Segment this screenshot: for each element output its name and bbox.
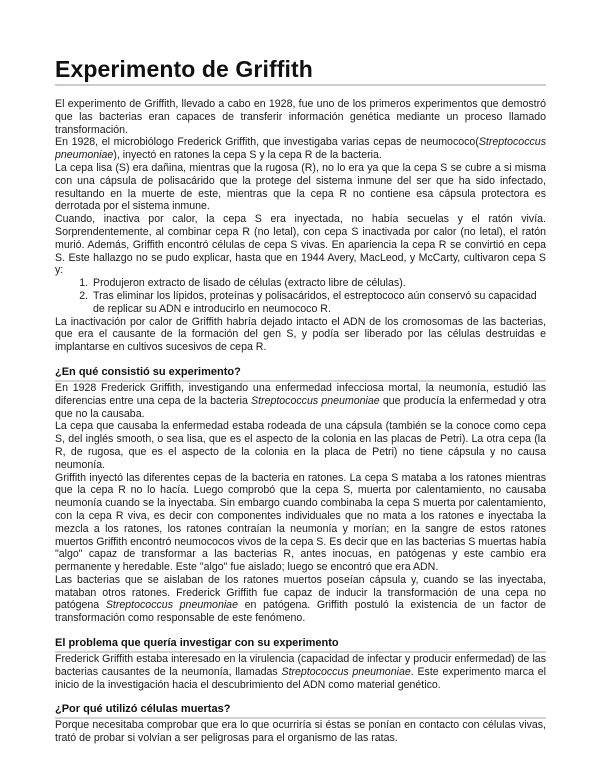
text-run: ), inyectó en ratones la cepa S y la cep… bbox=[113, 149, 382, 162]
section-experiment: En 1928 Frederick Griffith, investigando… bbox=[55, 382, 546, 625]
section1-paragraph-1: En 1928 Frederick Griffith, investigando… bbox=[55, 382, 546, 420]
page-title: Experimento de Griffith bbox=[55, 56, 546, 86]
intro-paragraph-1: El experimento de Griffith, llevado a ca… bbox=[55, 98, 546, 136]
section1-paragraph-3: Griffith inyectó las diferentes cepas de… bbox=[55, 471, 546, 574]
intro-paragraph-3: La cepa lisa (S) era dañina, mientras qu… bbox=[55, 161, 546, 213]
text-run: en patógena. Griffith postuló la existen… bbox=[55, 599, 546, 625]
section1-paragraph-4: Las bacterias que se aislaban de los rat… bbox=[55, 574, 546, 625]
species-name: Streptococcus pneumoniae bbox=[55, 136, 546, 162]
intro-section: El experimento de Griffith, llevado a ca… bbox=[55, 98, 546, 354]
species-name: Streptococcus pneumoniae bbox=[251, 394, 380, 407]
section1-paragraph-2: La cepa que causaba la enfermedad estaba… bbox=[55, 420, 546, 471]
text-run: . Este experimento marca el inicio de la… bbox=[55, 665, 546, 691]
section-heading-problem: El problema que quería investigar con su… bbox=[55, 637, 546, 654]
intro-paragraph-4: Cuando, inactiva por calor, la cepa S er… bbox=[55, 213, 546, 277]
list-item: Tras eliminar los lípidos, proteínas y p… bbox=[91, 290, 546, 316]
intro-paragraph-5: La inactivación por calor de Griffith ha… bbox=[55, 315, 546, 354]
species-name: Streptococcus pneumoniae bbox=[281, 665, 411, 678]
numbered-list: Produjeron extracto de lisado de células… bbox=[55, 277, 546, 315]
section3-paragraph-1: Porque necesitaba comprobar que era lo q… bbox=[55, 719, 546, 745]
text-run: En 1928 Frederick Griffith, investigando… bbox=[55, 381, 546, 407]
intro-paragraph-2: En 1928, el microbiólogo Frederick Griff… bbox=[55, 136, 546, 162]
text-run: que producía la enfermedad y otra que no… bbox=[55, 394, 546, 420]
document-page: Experimento de Griffith El experimento d… bbox=[55, 56, 546, 745]
section-heading-experiment: ¿En qué consistió su experimento? bbox=[55, 366, 546, 382]
section-heading-dead-cells: ¿Por qué utilizó células muertas? bbox=[55, 703, 546, 720]
text-run: En 1928, el microbiólogo Frederick Griff… bbox=[55, 136, 479, 149]
text-run: Frederick Griffith estaba interesado en … bbox=[55, 653, 546, 678]
species-name: Streptococcus pneumoniae bbox=[105, 599, 238, 612]
section-dead-cells: Porque necesitaba comprobar que era lo q… bbox=[55, 719, 546, 745]
list-item: Produjeron extracto de lisado de células… bbox=[91, 277, 546, 290]
text-run: Las bacterias que se aislaban de los rat… bbox=[55, 573, 546, 612]
section-problem: Frederick Griffith estaba interesado en … bbox=[55, 653, 546, 691]
section2-paragraph-1: Frederick Griffith estaba interesado en … bbox=[55, 653, 546, 691]
